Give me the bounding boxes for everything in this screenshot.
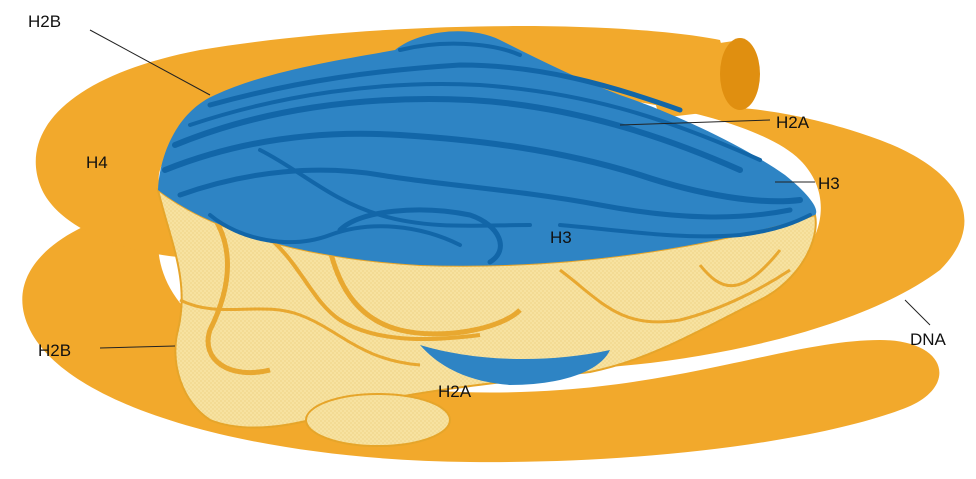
leader-dna [905, 300, 930, 325]
label-dna: DNA [910, 330, 947, 349]
label-h2a-right: H2A [776, 113, 810, 132]
label-h3-right: H3 [818, 174, 840, 193]
label-h4: H4 [86, 153, 108, 172]
dna-end-cap [720, 38, 760, 110]
label-h2a-bottom: H2A [438, 382, 472, 401]
label-h3-center: H3 [550, 228, 572, 247]
histone-bottom-bump [306, 394, 450, 446]
label-h2b-left: H2B [38, 341, 71, 360]
label-h2b-top: H2B [28, 12, 61, 31]
